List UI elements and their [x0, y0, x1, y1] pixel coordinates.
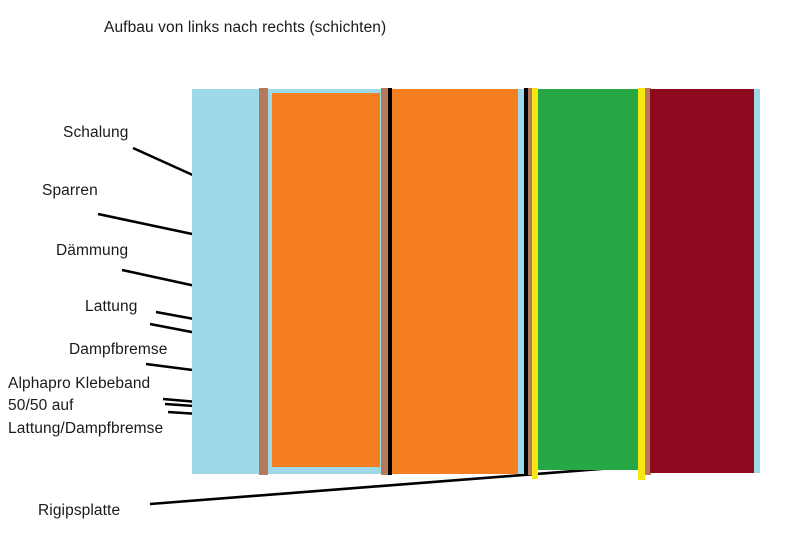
sparren-bar-3 [528, 88, 532, 475]
dampfbremse-line-2 [524, 88, 528, 475]
label-sparren: Sparren [42, 182, 98, 199]
klebeband-strip-2 [638, 88, 645, 480]
label-alphapro2: 50/50 auf [8, 397, 74, 414]
label-daemmung: Dämmung [56, 242, 129, 259]
page-title: Aufbau von links nach rechts (schichten) [104, 19, 387, 36]
label-rigipsplatte: Rigipsplatte [38, 502, 121, 519]
klebeband-strip-1 [532, 88, 538, 479]
daemmung-panel-2 [392, 89, 518, 474]
sparren-bar-1 [259, 88, 268, 475]
label-lattung: Lattung [85, 298, 138, 315]
label-dampfbremse: Dampfbremse [69, 341, 168, 358]
dampfbremse-line-1 [388, 88, 392, 475]
lattung-panel [538, 89, 638, 470]
daemmung-panel-1 [272, 93, 380, 467]
label-schalung: Schalung [63, 124, 129, 141]
label-alphapro: Alphapro Klebeband [8, 375, 151, 392]
sparren-bar-4 [645, 88, 651, 475]
schalung-edge-right [754, 89, 760, 473]
label-alphapro3: Lattung/Dampfbremse [8, 420, 164, 437]
sparren-bar-2 [381, 88, 389, 475]
rigipsplatte-panel [650, 89, 756, 473]
